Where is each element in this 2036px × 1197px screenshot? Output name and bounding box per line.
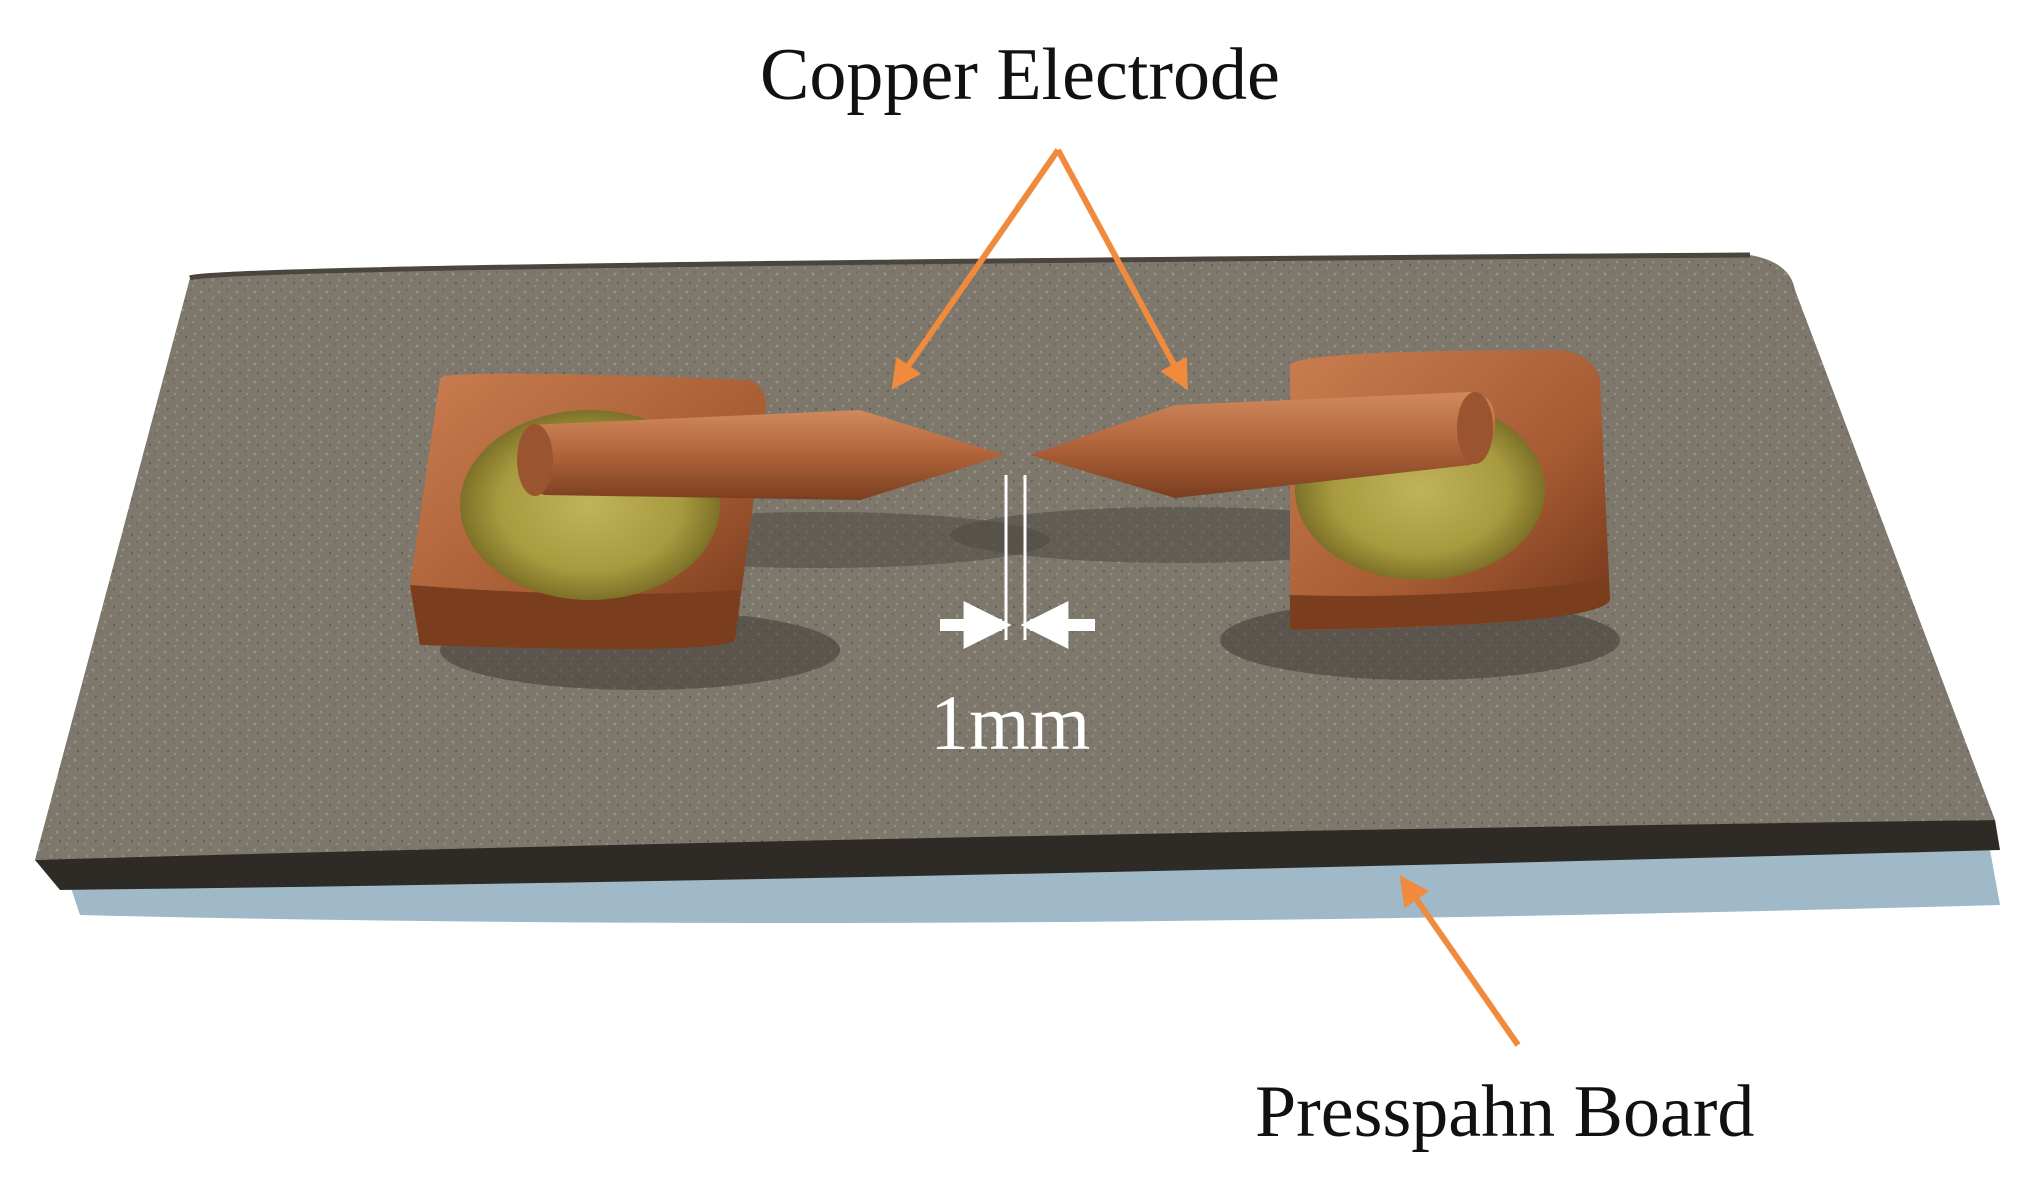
table-surface [70, 850, 2000, 923]
presspahn-board-label: Presspahn Board [1255, 1071, 1755, 1153]
right-copper-electrode [1030, 392, 1495, 498]
copper-electrode-label: Copper Electrode [760, 34, 1280, 116]
board-edge-highlight [189, 252, 1751, 281]
left-copper-electrode [517, 410, 1005, 500]
board-edge [35, 820, 2000, 890]
presspahn-board [35, 255, 1995, 860]
gap-distance-label: 1mm [930, 679, 1091, 766]
left-copper-block [410, 373, 766, 649]
right-copper-block [1290, 350, 1610, 630]
electrode-arrow-right-icon [1055, 148, 1188, 391]
electrode-arrow-left-icon [891, 148, 1061, 390]
board-arrow-icon [1399, 875, 1521, 1047]
